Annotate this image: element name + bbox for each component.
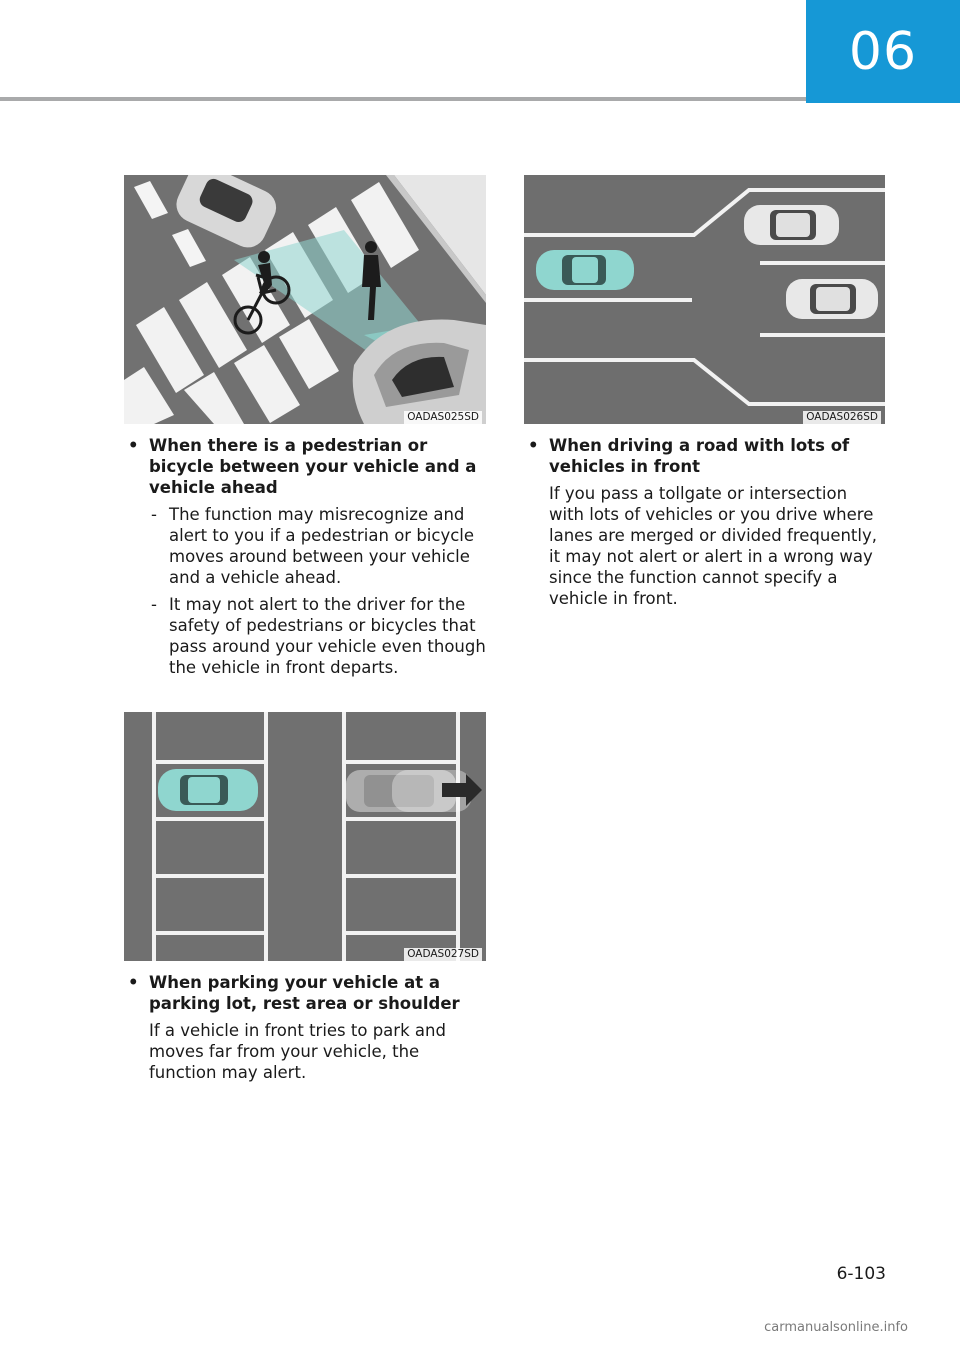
cyclist-rider-icon [258,251,272,295]
departing-vehicle-icon [346,770,472,812]
multilane-road-illustration [524,175,885,424]
front-vehicle-icon [744,205,839,245]
section-title-text: When driving a road with lots of vehicle… [549,436,850,476]
watermark: carmanualsonline.info [764,1320,908,1335]
figure-code: OADAS026SD [803,411,881,424]
bullet-icon: • [128,973,139,992]
own-vehicle-icon [536,250,634,290]
section-body: If you pass a tollgate or intersection w… [549,484,877,608]
section-pedestrian: • When there is a pedestrian or bicycle … [124,435,486,678]
parked-car-icon [176,175,277,248]
page-number: 6-103 [836,1264,886,1284]
parking-lot-illustration [124,712,486,961]
figure-multiple-vehicles: OADAS026SD [524,175,885,424]
section-title-text: When parking your vehicle at a parking l… [149,973,460,1013]
section-title: • When driving a road with lots of vehic… [524,435,886,477]
figure-parking-lot: OADAS027SD [124,712,486,961]
own-vehicle-icon [352,319,486,424]
section-parking: • When parking your vehicle at a parking… [124,972,486,1083]
list-item: - It may not alert to the driver for the… [124,594,486,678]
section-title-text: When there is a pedestrian or bicycle be… [149,436,477,497]
chapter-tab: 06 [806,0,960,103]
bullet-icon: • [528,436,539,455]
section-title: • When parking your vehicle at a parking… [124,972,486,1014]
list-item-text: The function may misrecognize and alert … [169,505,475,587]
own-vehicle-icon [158,769,258,811]
dash-icon: - [151,505,157,524]
figure-code: OADAS027SD [404,948,482,961]
pedestrian-icon [362,241,381,320]
section-body: If a vehicle in front tries to park and … [149,1021,446,1082]
chapter-number: 06 [848,21,918,82]
section-title: • When there is a pedestrian or bicycle … [124,435,486,498]
figure-code: OADAS025SD [404,411,482,424]
list-item: - The function may misrecognize and aler… [124,504,486,588]
figure-pedestrian-bicycle: OADAS025SD [124,175,486,424]
section-traffic: • When driving a road with lots of vehic… [524,435,886,609]
list-item-text: It may not alert to the driver for the s… [169,595,486,677]
dash-icon: - [151,595,157,614]
front-vehicle-icon [786,279,878,319]
bullet-icon: • [128,436,139,455]
crosswalk-illustration [124,175,486,424]
header-rule [0,97,806,101]
arrow-right-icon [442,774,482,806]
